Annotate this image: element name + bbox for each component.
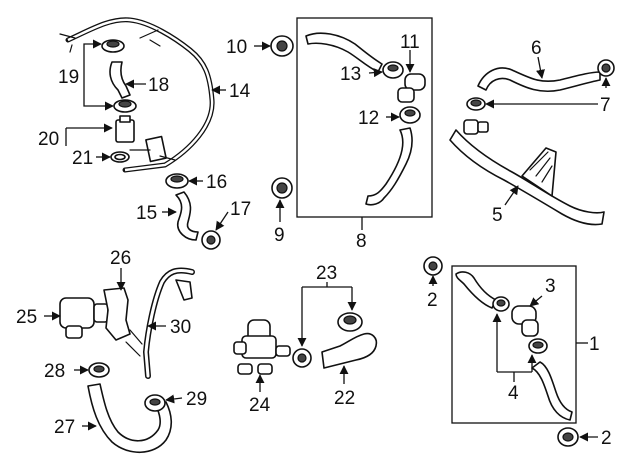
fitting-3 xyxy=(511,305,539,337)
hose-8-lower xyxy=(365,127,413,206)
pipe-frame-14 xyxy=(59,17,215,173)
callout-19: 19 xyxy=(58,67,79,88)
callout-1: 1 xyxy=(589,334,600,355)
callout-25: 25 xyxy=(16,307,37,328)
housing-20 xyxy=(115,115,135,143)
pipe-30 xyxy=(125,267,195,379)
hose-27 xyxy=(87,383,173,453)
clamp-13 xyxy=(382,61,404,79)
callout-20: 20 xyxy=(38,129,59,150)
callout-8: 8 xyxy=(356,231,367,252)
leader-lines xyxy=(44,39,611,442)
callout-12: 12 xyxy=(358,108,379,129)
pump-25 xyxy=(59,297,109,339)
clamp-29 xyxy=(144,394,166,412)
clamp-2-lower xyxy=(557,427,579,447)
callout-16: 16 xyxy=(206,172,227,193)
callout-6: 6 xyxy=(531,38,542,59)
callout-3: 3 xyxy=(545,276,556,297)
callout-28: 28 xyxy=(44,361,65,382)
callout-2-lower: 2 xyxy=(601,428,612,449)
clamp-4-lower xyxy=(528,338,548,354)
callout-18: 18 xyxy=(148,75,169,96)
callout-17: 17 xyxy=(230,199,251,220)
pipe-5 xyxy=(449,119,605,226)
callout-21: 21 xyxy=(72,148,93,169)
callout-27: 27 xyxy=(54,417,75,438)
clamp-17 xyxy=(201,230,221,250)
hose-1-lower xyxy=(531,361,573,421)
hose-6 xyxy=(477,67,601,93)
hose-18 xyxy=(109,61,131,99)
clamp-7-left xyxy=(466,97,486,111)
clamp-23-left xyxy=(292,348,312,368)
callout-labels: 1 2 2 3 4 5 6 7 8 9 10 11 12 13 14 15 16… xyxy=(16,32,612,449)
clamp-28 xyxy=(88,362,110,378)
group-box-1 xyxy=(451,265,577,424)
callout-24: 24 xyxy=(249,395,271,416)
clamp-23-right xyxy=(337,312,363,332)
callout-22: 22 xyxy=(334,388,355,409)
clamp-2-upper xyxy=(423,256,443,276)
clamp-10 xyxy=(270,35,294,57)
callout-23: 23 xyxy=(316,263,337,284)
bracket-26 xyxy=(103,287,131,341)
clamp-19-upper xyxy=(101,39,125,53)
callout-2-upper: 2 xyxy=(427,290,438,311)
callout-30: 30 xyxy=(170,317,191,338)
clamp-9 xyxy=(271,177,293,199)
valve-24 xyxy=(233,319,291,375)
hose-1-upper xyxy=(455,271,497,309)
callout-14: 14 xyxy=(229,81,251,102)
callout-11: 11 xyxy=(400,32,420,53)
hose-22 xyxy=(321,332,378,369)
group-box-8 xyxy=(296,17,433,218)
clamp-7-right xyxy=(597,59,615,77)
callout-4: 4 xyxy=(508,383,519,404)
callout-26: 26 xyxy=(110,248,131,269)
clamp-16 xyxy=(165,173,189,189)
callout-5: 5 xyxy=(492,205,503,226)
clamp-4-upper xyxy=(492,296,510,312)
callout-15: 15 xyxy=(136,203,157,224)
callout-29: 29 xyxy=(186,389,207,410)
callout-13: 13 xyxy=(340,64,361,85)
o-ring-21 xyxy=(110,151,130,163)
callout-7: 7 xyxy=(600,95,611,116)
callout-9: 9 xyxy=(274,225,285,246)
fitting-11 xyxy=(397,73,426,103)
clamp-12 xyxy=(399,106,421,124)
callout-10: 10 xyxy=(226,37,247,58)
hose-15 xyxy=(175,191,199,241)
clamp-19-lower xyxy=(113,99,137,113)
